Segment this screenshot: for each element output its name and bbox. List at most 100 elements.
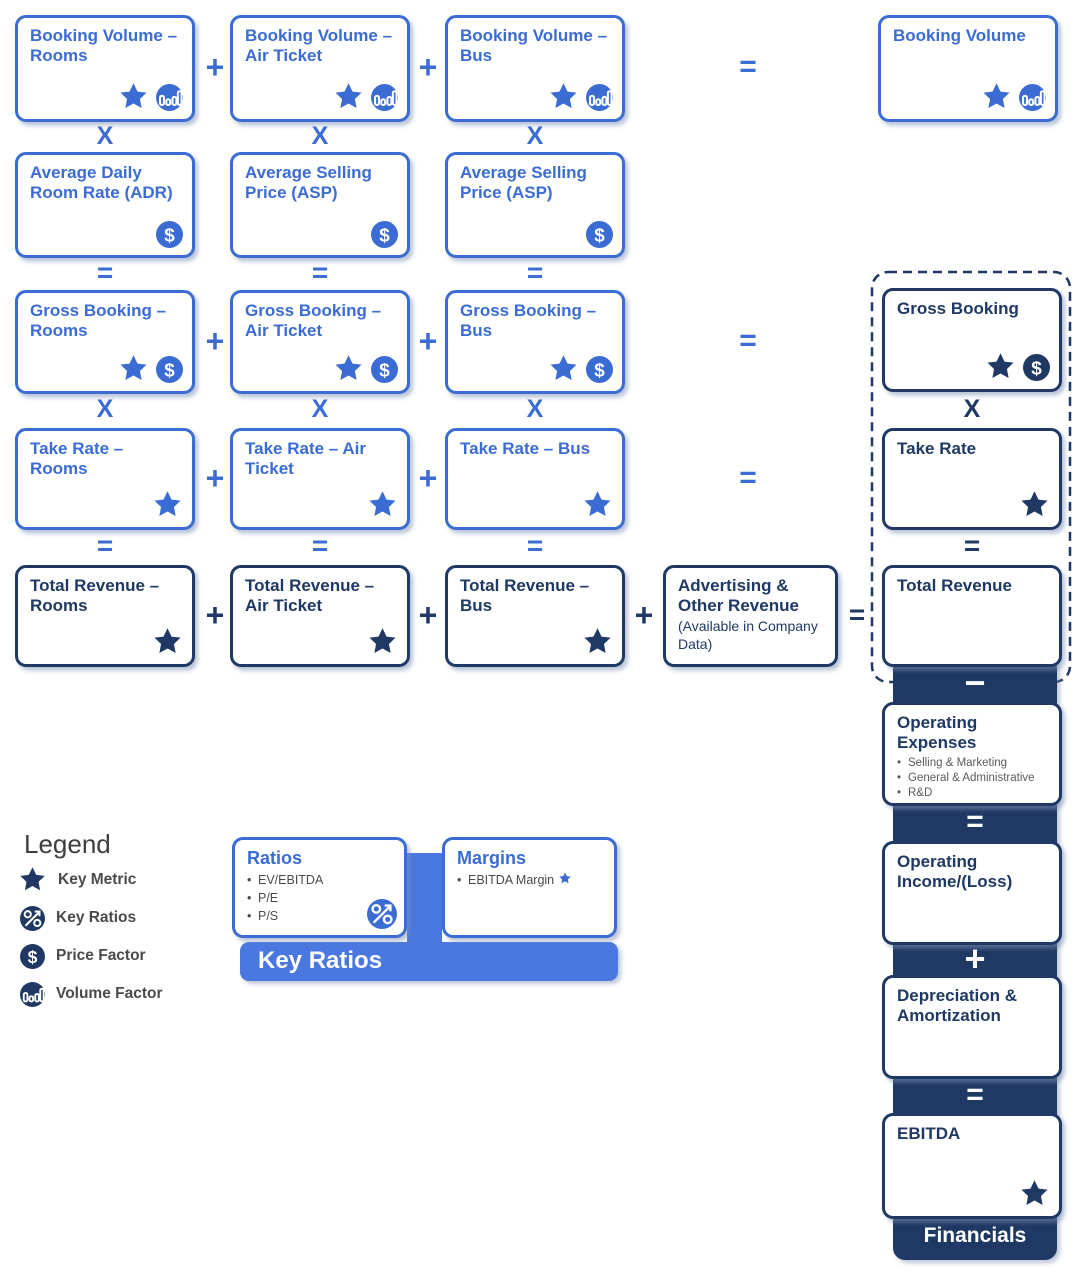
op-add: + bbox=[205, 460, 225, 496]
box-total-revenue-air-ticket: Total Revenue – Air Ticket bbox=[230, 565, 410, 667]
volume-factor-icon bbox=[1019, 83, 1046, 111]
op-subtract: − bbox=[964, 662, 986, 703]
legend-item-key-ratios: Key Ratios bbox=[20, 903, 136, 933]
financials-band-label: Financials bbox=[923, 1224, 1027, 1247]
margins-bullet-text: EBITDA Margin bbox=[468, 873, 555, 888]
svg-text:$: $ bbox=[164, 360, 175, 381]
ratios-bullet: P/E bbox=[247, 890, 392, 908]
price-factor-icon: $ bbox=[20, 943, 45, 969]
box-booking-volume-air-ticket: Booking Volume – Air Ticket bbox=[230, 15, 410, 122]
price-factor-icon: $ bbox=[586, 355, 613, 383]
legend-item-key-metric: Key Metric bbox=[18, 865, 136, 895]
legend-item-label: Price Factor bbox=[56, 947, 146, 964]
key-metric-star-icon bbox=[18, 866, 47, 894]
key-metric-star-icon bbox=[981, 82, 1012, 112]
box-gross-booking-total: Gross Booking $ bbox=[882, 288, 1062, 392]
svg-text:$: $ bbox=[379, 225, 390, 246]
key-metric-star-icon bbox=[152, 627, 183, 657]
op-add: + bbox=[418, 49, 438, 85]
box-take-rate-air-ticket: Take Rate – Air Ticket bbox=[230, 428, 410, 530]
box-title: Take Rate – Bus bbox=[460, 439, 591, 458]
svg-text:$: $ bbox=[164, 225, 175, 246]
box-title: Take Rate – Rooms bbox=[30, 439, 124, 479]
volume-factor-icon bbox=[371, 83, 398, 111]
op-multiply: X bbox=[311, 122, 329, 150]
box-title: Advertising & Other Revenue bbox=[678, 576, 799, 616]
op-add: + bbox=[205, 49, 225, 85]
op-equals: = bbox=[311, 257, 329, 288]
op-multiply: X bbox=[963, 395, 981, 423]
op-add: + bbox=[418, 323, 438, 359]
box-title: Total Revenue – Bus bbox=[460, 576, 590, 616]
key-metric-star-icon bbox=[118, 82, 149, 112]
box-title: Average Selling Price (ASP) bbox=[245, 163, 372, 203]
price-factor-icon: $ bbox=[371, 355, 398, 383]
box-title: Operating Expenses bbox=[897, 713, 978, 753]
key-metric-star-icon bbox=[582, 627, 613, 657]
box-title: Take Rate – Air Ticket bbox=[245, 439, 366, 479]
margins-bullet: EBITDA Margin bbox=[457, 872, 602, 890]
box-note: (Available in Company Data) bbox=[678, 618, 818, 652]
key-metric-star-icon bbox=[548, 82, 579, 112]
legend-item-price-factor: $ Price Factor bbox=[20, 941, 146, 971]
op-add: + bbox=[418, 597, 438, 633]
box-title: Operating Income/(Loss) bbox=[897, 852, 1013, 892]
price-factor-icon: $ bbox=[156, 355, 183, 383]
op-equals: = bbox=[963, 530, 981, 561]
op-add: + bbox=[964, 938, 986, 979]
svg-text:$: $ bbox=[28, 946, 38, 966]
op-equals: = bbox=[739, 50, 757, 83]
key-metric-star-icon bbox=[1019, 1179, 1050, 1209]
box-title: Margins bbox=[457, 848, 527, 868]
box-total-revenue-bus: Total Revenue – Bus bbox=[445, 565, 625, 667]
key-ratios-connector bbox=[407, 853, 442, 948]
svg-text:$: $ bbox=[1031, 358, 1042, 379]
legend-item-label: Key Ratios bbox=[56, 909, 137, 926]
box-title: Gross Booking – Rooms bbox=[30, 301, 167, 341]
legend-item-label: Volume Factor bbox=[56, 985, 163, 1002]
legend-item-volume-factor: Volume Factor bbox=[20, 979, 163, 1009]
op-multiply: X bbox=[526, 395, 544, 423]
box-booking-volume-rooms: Booking Volume – Rooms bbox=[15, 15, 195, 122]
box-title: Booking Volume – Bus bbox=[460, 26, 608, 66]
key-ratios-percent-icon bbox=[20, 905, 45, 931]
box-total-revenue-rooms: Total Revenue – Rooms bbox=[15, 565, 195, 667]
key-metric-star-icon bbox=[118, 354, 149, 384]
op-equals: = bbox=[96, 530, 114, 561]
box-title: Gross Booking – Air Ticket bbox=[245, 301, 382, 341]
legend-item-label: Key Metric bbox=[58, 871, 137, 888]
op-equals: = bbox=[739, 461, 757, 494]
volume-factor-icon bbox=[586, 83, 613, 111]
key-ratios-band bbox=[240, 942, 618, 981]
box-average-daily-room-rate: Average Daily Room Rate (ADR) $ bbox=[15, 152, 195, 258]
box-title: EBITDA bbox=[897, 1124, 961, 1143]
op-multiply: X bbox=[96, 122, 114, 150]
box-booking-volume-bus: Booking Volume – Bus bbox=[445, 15, 625, 122]
box-title: Booking Volume – Rooms bbox=[30, 26, 178, 66]
op-equals: = bbox=[96, 257, 114, 288]
op-equals: = bbox=[311, 530, 329, 561]
price-factor-icon: $ bbox=[586, 221, 613, 248]
key-metric-star-icon bbox=[1019, 490, 1050, 520]
volume-factor-icon bbox=[156, 83, 183, 111]
box-title: Depreciation & Amortization bbox=[897, 986, 1017, 1026]
op-multiply: X bbox=[311, 395, 329, 423]
svg-text:$: $ bbox=[379, 360, 390, 381]
price-factor-icon: $ bbox=[1023, 353, 1050, 381]
box-operating-income-loss: Operating Income/(Loss) bbox=[882, 841, 1062, 945]
op-add: + bbox=[205, 597, 225, 633]
box-title: Take Rate bbox=[897, 439, 977, 458]
box-title: Total Revenue – Rooms bbox=[30, 576, 160, 616]
box-ebitda: EBITDA bbox=[882, 1113, 1062, 1219]
key-metric-star-icon bbox=[985, 352, 1016, 382]
box-gross-booking-air-ticket: Gross Booking – Air Ticket $ bbox=[230, 290, 410, 394]
op-add: + bbox=[418, 460, 438, 496]
op-equals: = bbox=[739, 324, 757, 357]
box-ratios: Ratios EV/EBITDA P/E P/S bbox=[232, 837, 407, 938]
key-ratios-band-label: Key Ratios bbox=[258, 947, 383, 974]
op-add: + bbox=[205, 323, 225, 359]
op-equals: = bbox=[966, 805, 984, 838]
op-multiply: X bbox=[96, 395, 114, 423]
opex-bullet: General & Administrative bbox=[897, 771, 1047, 786]
